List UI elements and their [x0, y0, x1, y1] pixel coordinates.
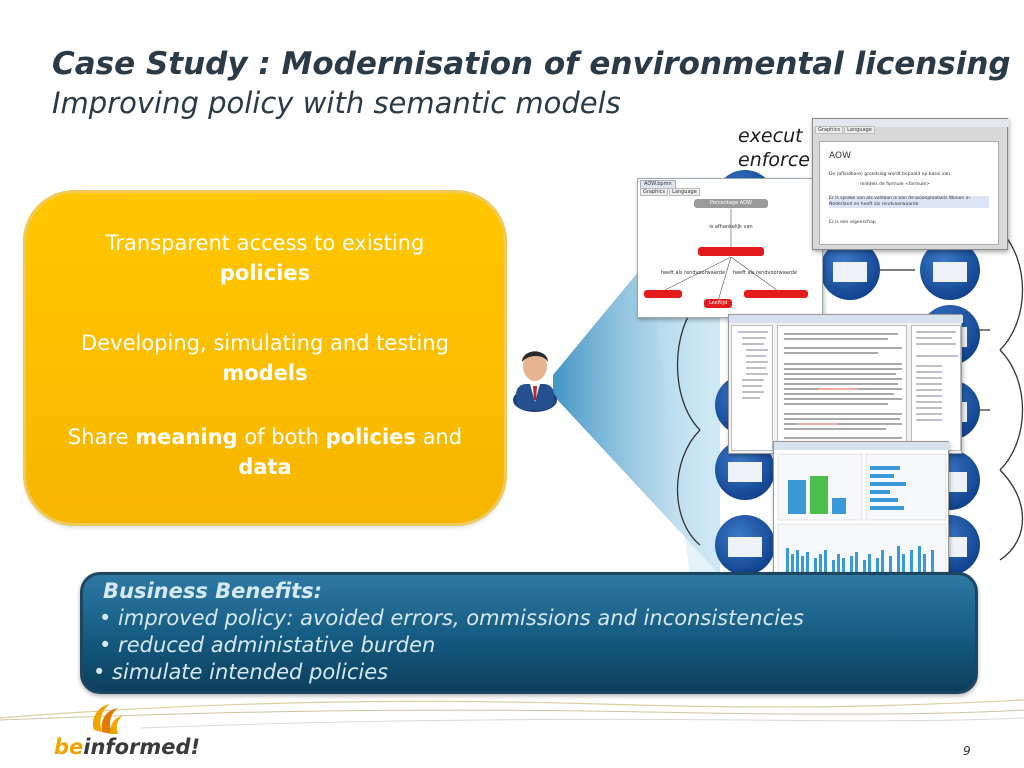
aow-sentence-2: middels de formule <formule>	[860, 182, 930, 187]
project-tree[interactable]	[731, 325, 773, 451]
edge-label-rendvoorwaarde-2: heeft als rendvoorwaarde	[732, 270, 798, 276]
aow-sentence-4: Er is een eigenschap	[829, 220, 876, 225]
footer-decoration	[0, 699, 1024, 729]
point-1-text: Transparent access to existing	[105, 231, 425, 255]
benefits-heading: Business Benefits:	[103, 579, 323, 603]
aow-titlebar	[813, 119, 1009, 127]
beinformed-logo-mark	[92, 704, 122, 734]
properties-pane[interactable]	[911, 325, 961, 451]
businessman-icon	[513, 351, 557, 412]
point-3-bold: data	[238, 455, 292, 479]
dashboard-charts	[777, 453, 947, 579]
benefit-item-3: • simulate intended policies	[93, 660, 389, 684]
document-text-lines	[784, 333, 902, 444]
concept-graph	[662, 209, 779, 302]
edge-label-rendvoorwaarde-1: heeft als rendvoorwaarde	[660, 270, 726, 276]
aow-sentence-1: De (afleidbare) grondslag wordt bepaald …	[829, 172, 951, 177]
beinformed-logo: beinformed!	[54, 735, 201, 759]
edge-label-afhankelijk: is afhankelijk van	[709, 224, 753, 230]
key-points-panel: Transparent access to existing policies …	[26, 193, 504, 523]
policy-editor-window	[728, 314, 963, 454]
aow-sentence-3: Er is sprake van als voldaan is aan de w…	[829, 196, 989, 208]
tab-language[interactable]: Language	[669, 188, 700, 196]
execution-label: execut enforce	[738, 125, 810, 171]
aow-heading: AOW	[829, 151, 851, 161]
document-pane[interactable]	[777, 325, 907, 451]
aow-tab-language[interactable]: Language	[844, 126, 875, 134]
simulation-dashboard-window	[773, 441, 950, 581]
benefit-item-2: • reduced administative burden	[99, 633, 436, 657]
aow-content: AOW De (afleidbare) grondslag wordt bepa…	[819, 141, 999, 245]
node-percentage-aow[interactable]: Percentage AOW	[694, 199, 768, 208]
benefit-item-1: • improved policy: avoided errors, ommis…	[99, 606, 804, 630]
slide-title: Case Study : Modernisation of environmen…	[52, 46, 1011, 82]
node-red-right[interactable]	[744, 290, 808, 298]
properties-lines	[916, 331, 958, 421]
node-leeftijd[interactable]: Leeftijd	[704, 299, 732, 308]
dashboard-titlebar	[774, 442, 950, 450]
node-red-center[interactable]	[698, 247, 764, 256]
tree-lines	[738, 331, 768, 399]
point-3-text: Share meaning of both policies and	[67, 425, 463, 449]
point-1-bold: policies	[219, 261, 311, 285]
slide-subtitle: Improving policy with semantic models	[52, 86, 621, 120]
node-red-left[interactable]	[644, 290, 682, 298]
aow-tab-graphics[interactable]: Graphics	[815, 126, 844, 134]
page-number: 9	[963, 744, 971, 758]
point-2-text: Developing, simulating and testing	[81, 331, 449, 355]
editor-toolbar	[729, 315, 963, 323]
point-2-bold: models	[222, 361, 308, 385]
tab-graphics[interactable]: Graphics	[640, 188, 669, 196]
business-benefits-banner: Business Benefits: • improved policy: av…	[80, 572, 978, 694]
